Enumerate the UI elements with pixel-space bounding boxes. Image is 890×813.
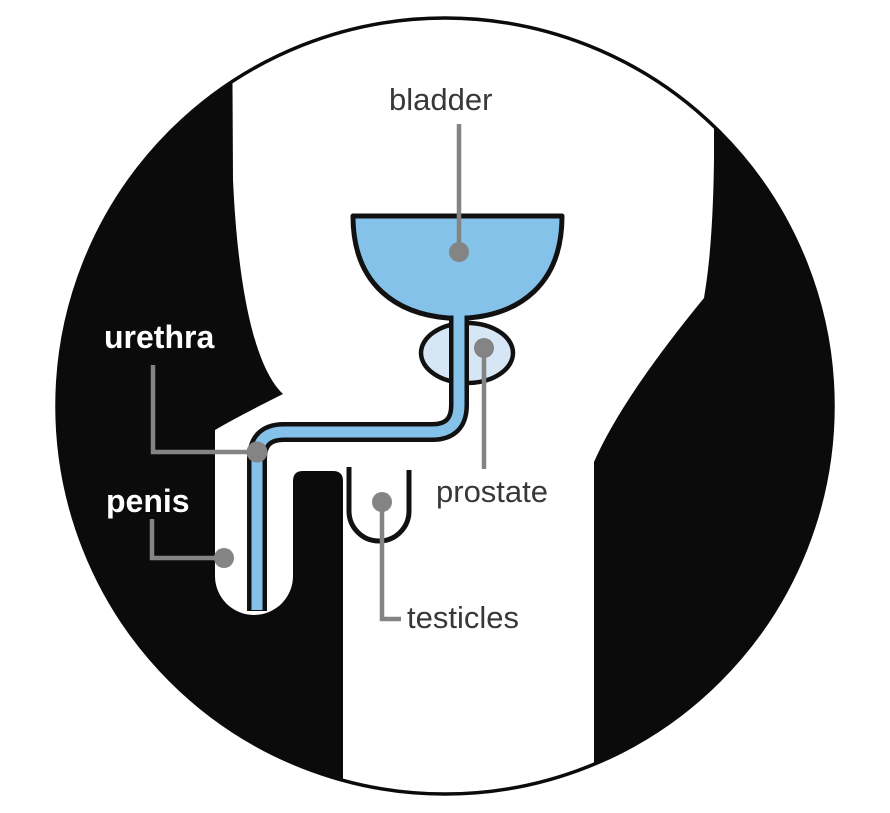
testicles-leader-dot xyxy=(372,492,392,512)
penis-leader-dot xyxy=(214,548,234,568)
penis-leader-line xyxy=(149,519,222,561)
prostate-leader-dot xyxy=(474,338,494,358)
urethra-label: urethra xyxy=(104,319,215,355)
urethra-leader-line xyxy=(150,365,257,455)
urethra-leader-dot xyxy=(246,441,268,463)
penis-label: penis xyxy=(106,483,190,519)
testicles-leader-line xyxy=(379,503,401,622)
leader-dots xyxy=(214,242,494,568)
bladder-leader-dot xyxy=(449,242,469,262)
leader-lines xyxy=(149,124,487,622)
testicles-label: testicles xyxy=(407,600,519,635)
circle-outline xyxy=(55,16,835,796)
bladder-label: bladder xyxy=(389,82,493,117)
prostate-label: prostate xyxy=(436,474,549,509)
testicle-shape xyxy=(346,467,412,544)
